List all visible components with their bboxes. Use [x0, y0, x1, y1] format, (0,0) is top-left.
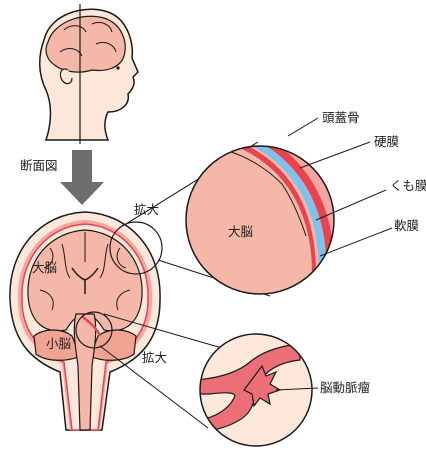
section-vessel: [81, 315, 102, 337]
magnifier-bottom: [75, 311, 313, 447]
ventricles: [71, 267, 99, 294]
aneurysm-label: 脳動脈瘤: [320, 380, 371, 395]
zoom-line-bottom-b: [99, 345, 209, 429]
down-arrow: [60, 150, 104, 205]
head-profile: [39, 4, 139, 144]
aneurysm-leader: [275, 387, 319, 391]
section-view-label: 断面図: [20, 158, 58, 173]
zoom-dura-band: [238, 146, 334, 294]
head-ear: [59, 68, 73, 85]
cross-section: [9, 211, 161, 431]
membrane-leaders: [287, 117, 393, 257]
head-brain: [45, 15, 126, 73]
zoom-source-circle-bottom: [75, 311, 113, 349]
section-cerebellum-label: 小脳: [46, 336, 71, 351]
zoom-brain-surface: [223, 149, 307, 237]
head-brain-fold: [59, 21, 117, 57]
dura-label: 硬膜: [374, 134, 399, 149]
enlarge-label-top: 拡大: [134, 202, 159, 217]
zoom-arachnoid-band: [234, 146, 327, 294]
arachnoid-label: くも膜: [390, 178, 426, 193]
zoom-aneurysm-sac: [243, 364, 282, 408]
zoom-source-circle-top: [109, 221, 163, 275]
zoom-circle-top: [185, 145, 335, 295]
pia-label: 軟膜: [394, 218, 419, 233]
skull-label: 頭蓋骨: [322, 110, 360, 125]
head-eye: [116, 66, 120, 70]
zoom-circle-bottom: [199, 333, 313, 447]
zoom-cerebrum-label: 大脳: [228, 224, 253, 239]
enlarge-label-bottom: 拡大: [142, 350, 167, 365]
brainstem: [73, 313, 97, 431]
cerebrum-folds: [39, 232, 131, 311]
section-cerebrum-label: 大脳: [32, 260, 57, 275]
zoom-line-bottom-a: [103, 313, 223, 349]
